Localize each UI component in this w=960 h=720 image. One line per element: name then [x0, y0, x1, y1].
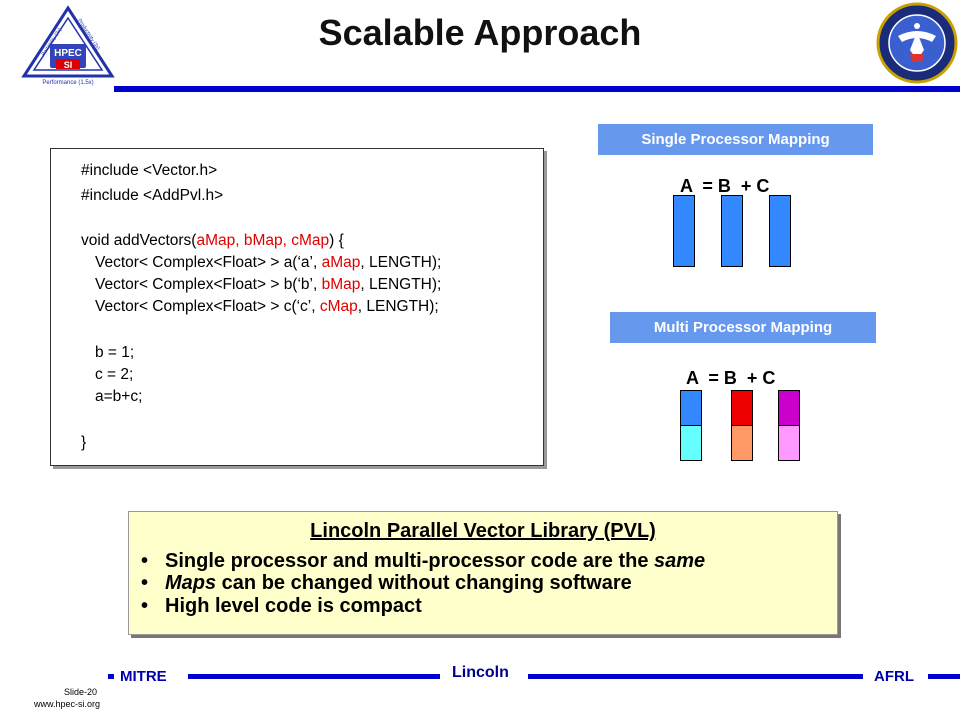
code-decl-map: cMap [319, 298, 358, 315]
logo-bottom-text: Performance (1.5x) [42, 80, 93, 86]
code-panel: #include <Vector.h> #include <AddPvl.h> … [50, 148, 544, 466]
multi-vector-b-top-bar [731, 390, 753, 426]
code-decl-name: b(‘b’, [283, 276, 322, 293]
code-line-include-addpvl: #include <AddPvl.h> [81, 186, 223, 206]
single-processor-mapping-header: Single Processor Mapping [598, 124, 873, 155]
footer-rule-left-stub [108, 674, 114, 679]
code-function-args: aMap, bMap, cMap [196, 232, 330, 249]
multi-vector-a-bottom-bar [680, 425, 702, 461]
hpec-si-logo-icon: HPEC SI Portability (3x) Productivity (3… [21, 5, 115, 86]
pvl-bullet-maps: • Maps can be changed without changing so… [141, 572, 632, 595]
code-line-decl-a: Vector< Complex<Float> > a(‘a’, aMap, LE… [95, 253, 441, 273]
code-line-include-vector: #include <Vector.h> [81, 161, 217, 181]
code-function-name: void addVectors( [81, 232, 197, 249]
footer-afrl: AFRL [874, 668, 914, 685]
pvl-bullet-compact: • High level code is compact [141, 595, 422, 618]
pvl-bullet-text: can be changed without changing software [216, 572, 632, 594]
pvl-bullet-emphasis: Maps [165, 572, 217, 594]
slide-number: Slide-20 [64, 687, 98, 697]
code-decl-length: , LENGTH); [360, 276, 442, 293]
footer-lincoln: Lincoln [452, 664, 509, 681]
multi-mapping-equation: A = B + C [686, 368, 776, 388]
single-vector-c-bar [769, 195, 791, 267]
bullet-icon: • [141, 572, 149, 594]
code-function-open: ) { [329, 232, 344, 249]
code-decl-name: a(‘a’, [283, 254, 322, 271]
logo-hpec-text: HPEC [54, 48, 82, 59]
footer-rule-right [528, 674, 863, 679]
code-decl-name: c(‘c’, [283, 298, 320, 315]
footer-rule-right-stub [928, 674, 960, 679]
multi-vector-b-bottom-bar [731, 425, 753, 461]
code-include-file: <Vector.h> [143, 162, 218, 179]
code-decl-type: Vector< Complex<Float> > [95, 298, 284, 315]
bullet-icon: • [141, 595, 149, 617]
code-include-file: <AddPvl.h> [143, 187, 224, 204]
code-decl-type: Vector< Complex<Float> > [95, 254, 284, 271]
single-mapping-equation: A = B + C [680, 176, 770, 196]
code-decl-map: aMap [321, 254, 361, 271]
code-line-function-signature: void addVectors(aMap, bMap, cMap) { [81, 231, 344, 251]
pvl-bullet-emphasis: same [654, 550, 706, 572]
code-line-close-brace: } [81, 434, 87, 451]
multi-vector-c-top-bar [778, 390, 800, 426]
code-decl-length: , LENGTH); [357, 298, 439, 315]
multi-processor-mapping-header: Multi Processor Mapping [610, 312, 876, 343]
code-line-decl-c: Vector< Complex<Float> > c(‘c’, cMap, LE… [95, 297, 439, 317]
footer-mitre: MITRE [120, 668, 167, 685]
header-rule [114, 86, 960, 92]
code-include-keyword: #include [81, 187, 144, 204]
pvl-bullet-same-code: • Single processor and multi-processor co… [141, 550, 705, 573]
code-decl-map: bMap [321, 276, 361, 293]
bullet-icon: • [141, 550, 149, 572]
single-vector-a-bar [673, 195, 695, 267]
code-line-assign-a: a=b+c; [95, 388, 143, 405]
pvl-bullet-text: Single processor and multi-processor cod… [165, 550, 655, 572]
department-of-defense-seal-icon [876, 2, 958, 84]
footer-website: www.hpec-si.org [34, 699, 101, 709]
code-decl-type: Vector< Complex<Float> > [95, 276, 284, 293]
single-vector-b-bar [721, 195, 743, 267]
code-include-keyword: #include [81, 162, 144, 179]
multi-vector-c-bottom-bar [778, 425, 800, 461]
pvl-title: Lincoln Parallel Vector Library (PVL) [310, 520, 656, 542]
code-line-assign-b: b = 1; [95, 344, 135, 361]
page-title: Scalable Approach [318, 12, 642, 53]
logo-si-text: SI [64, 60, 73, 70]
pvl-bullet-text: High level code is compact [165, 595, 422, 617]
pvl-summary-box: Lincoln Parallel Vector Library (PVL) • S… [128, 511, 838, 635]
code-decl-length: , LENGTH); [360, 254, 442, 271]
multi-vector-a-top-bar [680, 390, 702, 426]
code-line-decl-b: Vector< Complex<Float> > b(‘b’, bMap, LE… [95, 275, 441, 295]
code-line-assign-c: c = 2; [95, 366, 134, 383]
footer-rule-left [188, 674, 440, 679]
